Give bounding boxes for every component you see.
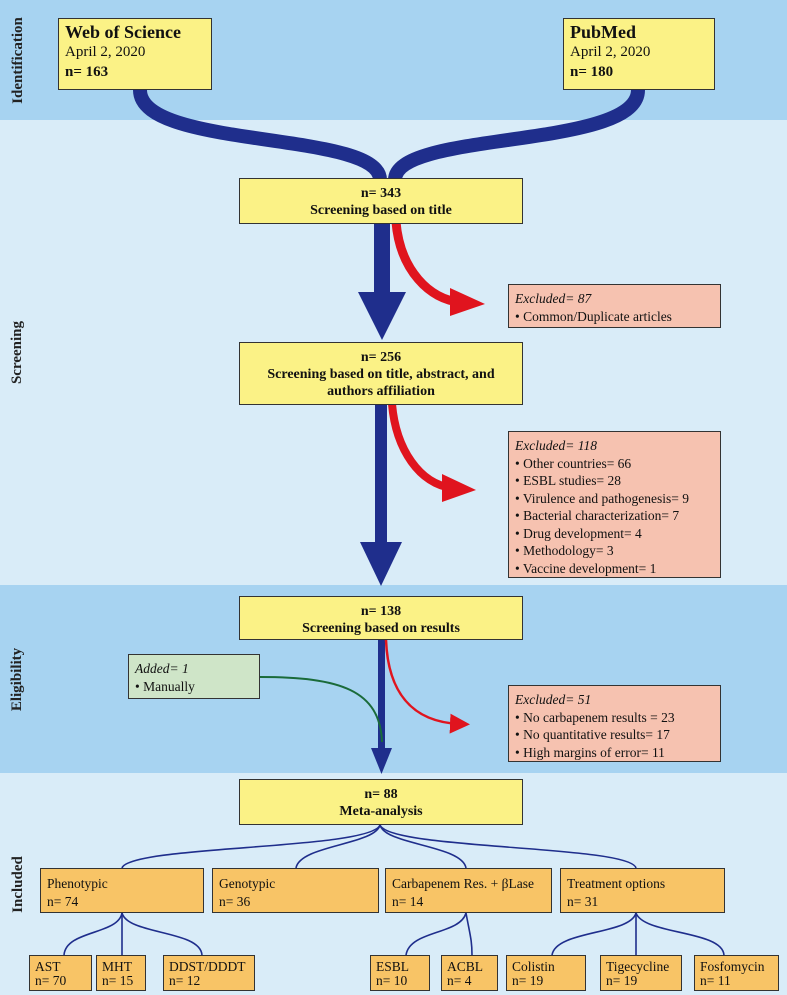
exclusion-item: • No quantitative results= 17 — [515, 727, 670, 742]
category-count: n= 14 — [392, 894, 424, 909]
exclusion-item: • Drug development= 4 — [515, 525, 642, 541]
category-genotypic: Genotypic n= 36 — [212, 868, 379, 913]
exclusion-item: • Bacterial characterization= 7 — [515, 508, 680, 523]
leaf-name: ESBL — [376, 959, 410, 974]
step-abstract-screening: n= 256 Screening based on title, abstrac… — [239, 342, 523, 405]
leaf-tigecycline: Tigecycline n= 19 — [600, 955, 682, 991]
exclude-arrow-3 — [384, 639, 470, 734]
exclusion-head: Excluded= 87 — [515, 291, 592, 306]
step-label: Screening based on title — [310, 203, 452, 218]
category-treatment: Treatment options n= 31 — [560, 868, 725, 913]
exclude-arrow-2-head — [442, 474, 476, 502]
leaf-name: Fosfomycin — [700, 959, 765, 974]
step-label: Meta-analysis — [339, 804, 423, 819]
merge-arrow-left — [133, 88, 387, 182]
down-arrow-3-head — [371, 748, 392, 774]
source-date: April 2, 2020 — [65, 44, 146, 60]
leaf-name: ACBL — [447, 959, 484, 974]
leaf-count: n= 10 — [376, 973, 408, 988]
source-pubmed: PubMed April 2, 2020 n= 180 — [563, 18, 715, 90]
step-results-screening: n= 138 Screening based on results — [239, 596, 523, 640]
category-name: Treatment options — [567, 876, 666, 891]
leaf-count: n= 70 — [35, 973, 67, 988]
step-count: n= 256 — [360, 350, 402, 365]
leaf-colistin: Colistin n= 19 — [506, 955, 586, 991]
exclusion-item: • No carbapenem results = 23 — [515, 709, 675, 725]
category-phenotypic: Phenotypic n= 74 — [40, 868, 204, 913]
leaf-acbl: ACBL n= 4 — [441, 955, 498, 991]
added-item: • Manually — [135, 678, 195, 694]
leaf-esbl: ESBL n= 10 — [370, 955, 430, 991]
source-name: Web of Science — [65, 22, 181, 42]
down-arrow-1-head — [358, 292, 406, 340]
exclusion-box-2: Excluded= 118 • Other countries= 66 • ES… — [508, 431, 721, 578]
exclusion-box-1: Excluded= 87 • Common/Duplicate articles — [508, 284, 721, 328]
step-count: n= 88 — [364, 787, 398, 802]
leaf-ddst: DDST/DDDT n= 12 — [163, 955, 255, 991]
exclusion-head: Excluded= 51 — [515, 692, 592, 707]
step-label: Screening based on title, abstract, and … — [267, 367, 495, 399]
down-arrow-3-shaft — [378, 640, 385, 752]
source-count: n= 180 — [570, 64, 614, 80]
step-label: Screening based on results — [302, 621, 460, 636]
category-count: n= 36 — [219, 894, 251, 909]
category-count: n= 74 — [47, 894, 79, 909]
exclusion-item: • Common/Duplicate articles — [515, 308, 672, 324]
exclusion-item: • Virulence and pathogenesis= 9 — [515, 490, 689, 506]
leaf-name: MHT — [102, 959, 132, 974]
merge-arrow-right — [388, 88, 645, 182]
source-date: April 2, 2020 — [570, 44, 651, 60]
down-arrow-2-shaft — [375, 404, 387, 544]
leaf-count: n= 15 — [102, 973, 134, 988]
exclusion-item: • ESBL studies= 28 — [515, 473, 621, 488]
added-arrow — [259, 676, 383, 743]
leaf-ast: AST n= 70 — [29, 955, 92, 991]
leaf-count: n= 11 — [700, 973, 731, 988]
leaf-count: n= 12 — [169, 973, 201, 988]
down-arrow-1-shaft — [374, 222, 390, 294]
leaf-name: AST — [35, 959, 61, 974]
exclusion-item: • High margins of error= 11 — [515, 744, 665, 760]
source-count: n= 163 — [65, 64, 109, 80]
leaf-mht: MHT n= 15 — [96, 955, 146, 991]
category-carbapenem: Carbapenem Res. + βLase n= 14 — [385, 868, 552, 913]
leaf-name: Tigecycline — [606, 959, 670, 974]
added-box: Added= 1 • Manually — [128, 654, 260, 699]
tree-branch-main — [121, 824, 381, 869]
exclusion-item: • Vaccine development= 1 — [515, 560, 657, 576]
step-count: n= 138 — [360, 604, 402, 619]
source-web-of-science: Web of Science April 2, 2020 n= 163 — [58, 18, 212, 90]
step-title-screening: n= 343 Screening based on title — [239, 178, 523, 224]
leaf-fosfomycin: Fosfomycin n= 11 — [694, 955, 779, 991]
down-arrow-2-head — [360, 542, 402, 586]
exclusion-item: • Other countries= 66 — [515, 455, 632, 471]
exclusion-item: • Methodology= 3 — [515, 543, 614, 558]
exclude-arrow-1-head — [450, 288, 485, 316]
step-meta-analysis: n= 88 Meta-analysis — [239, 779, 523, 825]
category-name: Phenotypic — [47, 876, 108, 891]
leaf-name: DDST/DDDT — [169, 959, 246, 974]
leaf-count: n= 19 — [606, 973, 638, 988]
category-name: Genotypic — [219, 876, 276, 891]
exclusion-box-3: Excluded= 51 • No carbapenem results = 2… — [508, 685, 721, 762]
leaf-count: n= 4 — [447, 973, 472, 988]
added-head: Added= 1 — [135, 661, 189, 676]
category-name: Carbapenem Res. + βLase — [392, 876, 534, 891]
category-count: n= 31 — [567, 894, 599, 909]
step-count: n= 343 — [360, 186, 402, 201]
source-name: PubMed — [570, 22, 637, 42]
exclusion-head: Excluded= 118 — [515, 438, 597, 453]
leaf-name: Colistin — [512, 959, 555, 974]
leaf-count: n= 19 — [512, 973, 544, 988]
